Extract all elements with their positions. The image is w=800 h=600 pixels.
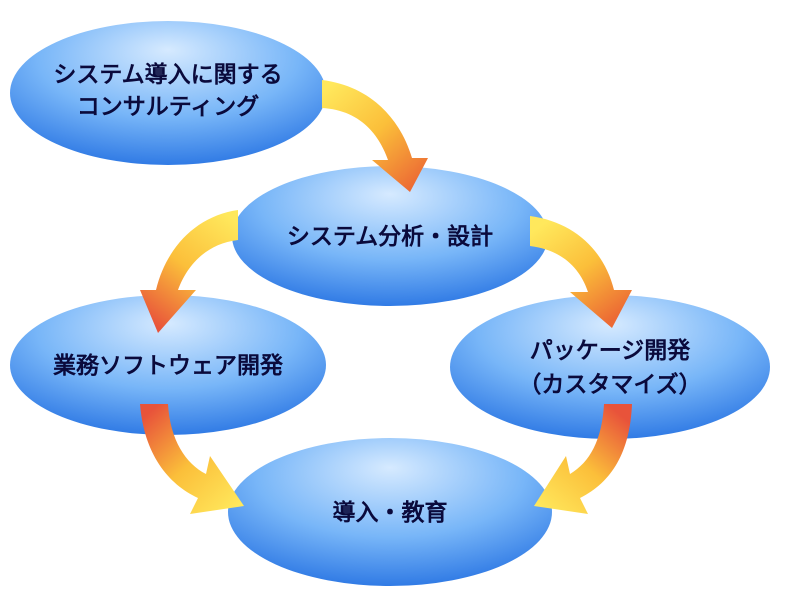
node-package [450,295,770,439]
software-label: 業務ソフトウェア開発 [52,352,284,379]
arrow-analysis-to-software [140,210,238,333]
node-deploy [228,438,552,586]
arrow-software-to-deploy [140,404,244,514]
arrow-consulting-to-analysis [322,80,428,192]
package-label-line1: パッケージ開発 [530,338,692,364]
arrow-package-to-deploy [534,404,632,514]
node-consulting [10,21,326,165]
node-analysis [232,166,548,306]
package-label-line2: （カスタマイズ） [518,371,701,398]
consulting-label-line2: コンサルティング [77,93,260,120]
analysis-label: システム分析・設計 [287,223,493,250]
consulting-label-line1: システム導入に関する [53,61,282,88]
arrow-analysis-to-package [530,216,632,328]
deploy-label: 導入・教育 [333,499,448,526]
node-software [10,295,326,435]
